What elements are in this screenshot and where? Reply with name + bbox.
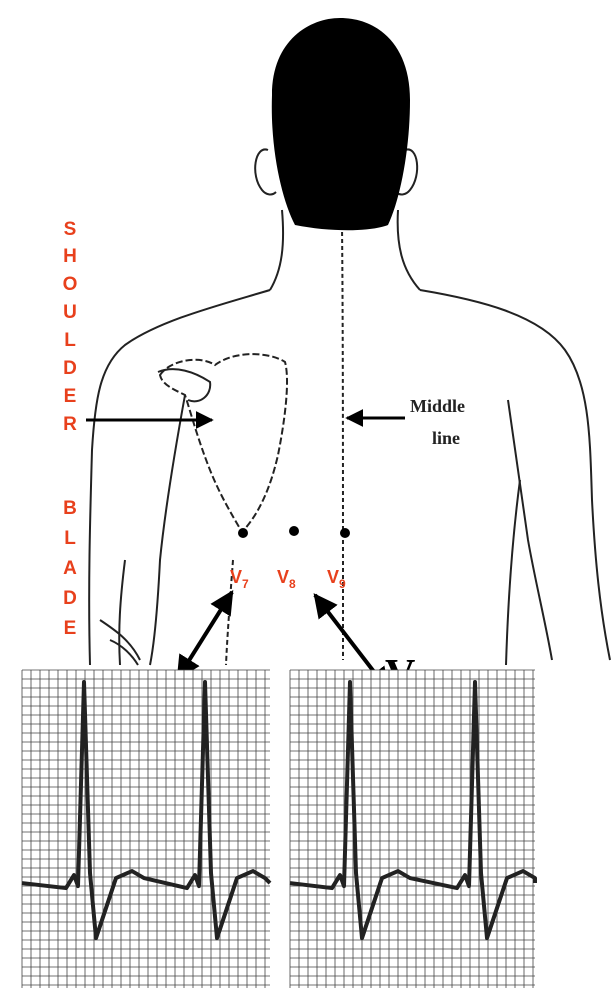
shoulder-blade-letter: H	[63, 246, 77, 267]
electrode-label-v7: V7	[230, 567, 249, 591]
shoulder-blade-letter: E	[64, 618, 77, 639]
scapula-outline	[160, 354, 287, 532]
shoulder-blade-letter: D	[63, 358, 77, 379]
ecg-panel-v7	[22, 670, 270, 988]
left-ear	[255, 149, 276, 194]
shoulder-blade-letter: L	[64, 528, 76, 549]
ecg-panel-v8	[290, 670, 535, 988]
v7-connector-arrow	[178, 592, 232, 678]
shoulder-blade-letter: U	[63, 302, 77, 323]
electrode-dot-v9	[340, 528, 350, 538]
shoulder-blade-letter: B	[63, 498, 77, 519]
left-shoulder-arm	[89, 290, 270, 665]
electrode-dot-v7	[238, 528, 248, 538]
shoulder-blade-letter: E	[64, 386, 77, 407]
shoulder-blade-letter: D	[63, 588, 77, 609]
electrode-label-v8: V8	[277, 567, 296, 591]
electrode-dot-v8	[289, 526, 299, 536]
head	[272, 18, 410, 230]
shoulder-blade-letter: L	[64, 330, 76, 351]
neck-right	[398, 210, 420, 290]
shoulder-blade-letter: A	[63, 558, 77, 579]
shoulder-blade-letter: R	[63, 414, 77, 435]
left-inner-arm	[150, 395, 185, 665]
neck-left	[270, 210, 283, 290]
shoulder-blade-letter: O	[63, 274, 78, 295]
middle-line-label-1: Middle	[410, 396, 465, 416]
right-torso-side	[506, 480, 520, 665]
right-shoulder-arm	[420, 290, 610, 660]
middle-line-label-2: line	[432, 428, 460, 448]
shoulder-blade-letter: S	[64, 219, 77, 240]
spine-line	[342, 225, 343, 660]
